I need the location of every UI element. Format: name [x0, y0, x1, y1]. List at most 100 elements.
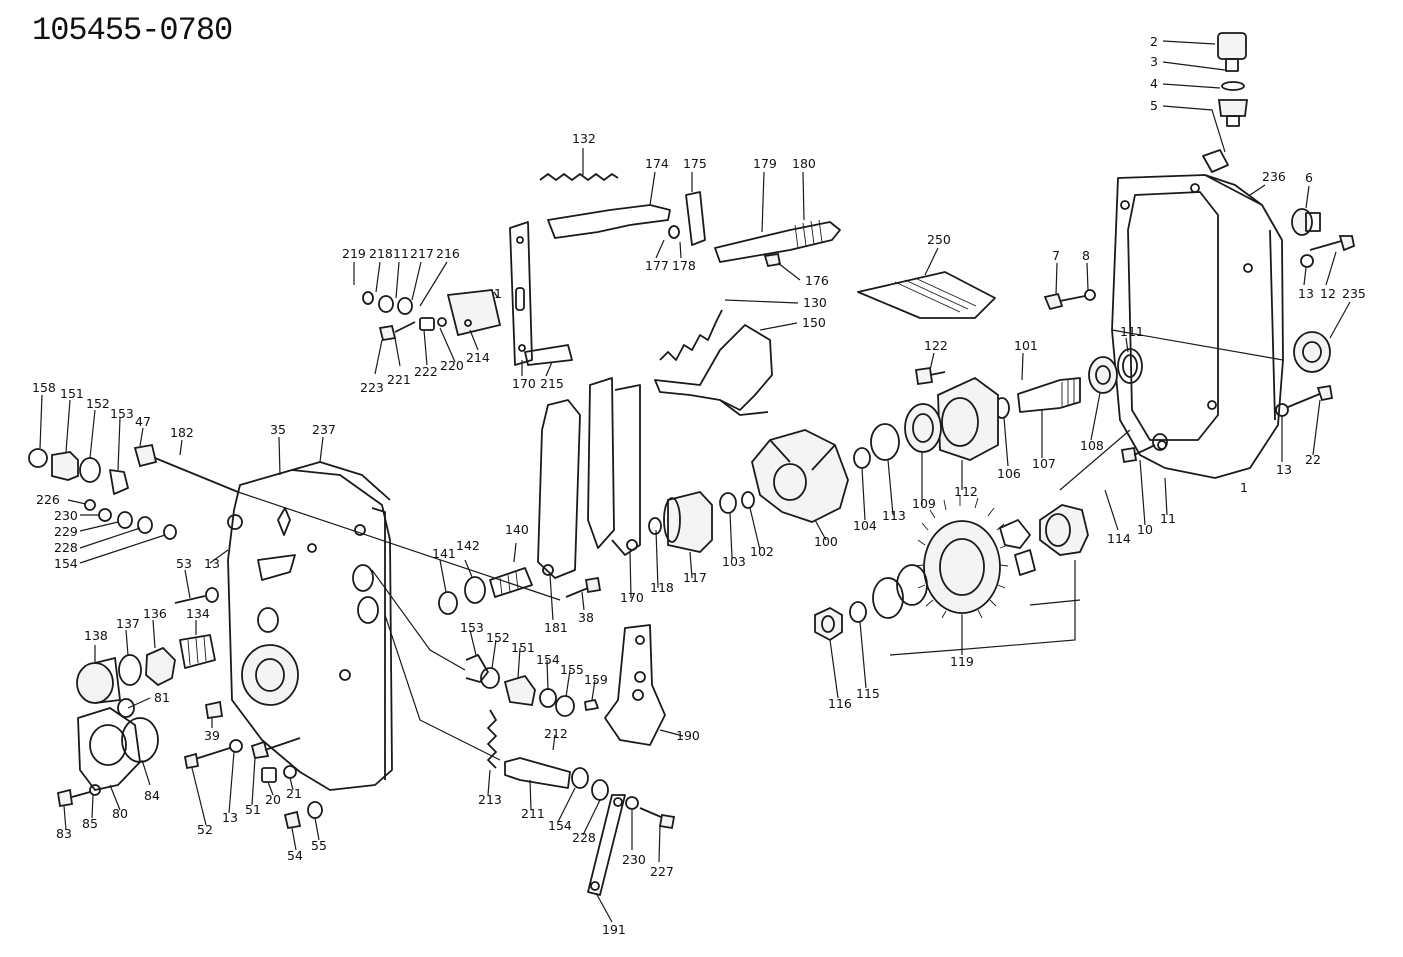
spring-213	[487, 709, 497, 769]
bolts-83-85	[56, 784, 101, 808]
lever-190	[604, 624, 666, 746]
part-label-221: 221	[387, 372, 411, 387]
flange-112	[937, 376, 999, 461]
part-label-154-c: 154	[548, 818, 572, 833]
part-label-155: 155	[560, 662, 584, 677]
bolt-38	[565, 576, 602, 598]
part-label-85: 85	[82, 816, 98, 831]
governor-housing-left	[227, 461, 393, 791]
part-label-112: 112	[954, 484, 978, 499]
part-label-2: 2	[1150, 34, 1158, 49]
block-216	[446, 289, 502, 337]
part-label-175: 175	[683, 156, 707, 171]
leader-lines	[39, 40, 1351, 923]
part-label-228-b: 228	[572, 830, 596, 845]
bolt-7	[1043, 289, 1096, 311]
part-label-154-a: 154	[54, 556, 78, 571]
plug-6	[1291, 208, 1321, 236]
part-label-132: 132	[572, 131, 596, 146]
part-label-174: 174	[645, 156, 669, 171]
part-label-151-a: 151	[60, 386, 84, 401]
part-label-4: 4	[1150, 76, 1158, 91]
part-label-159: 159	[584, 672, 608, 687]
washer-102-103	[719, 491, 755, 514]
part-label-153-a: 153	[110, 406, 134, 421]
part-label-151-b: 151	[511, 640, 535, 655]
part-label-226: 226	[36, 492, 60, 507]
spring-130	[659, 309, 723, 361]
part-label-237: 237	[312, 422, 336, 437]
part-label-227: 227	[650, 864, 674, 879]
part-label-236: 236	[1262, 169, 1286, 184]
plug-assembly	[1202, 32, 1249, 173]
parts-151-155-lower	[465, 654, 599, 717]
part-label-223: 223	[360, 380, 384, 395]
part-label-229: 229	[54, 524, 78, 539]
part-label-219: 219	[342, 246, 366, 261]
part-label-154-b: 154	[536, 652, 560, 667]
part-label-5: 5	[1150, 98, 1158, 113]
part-label-114: 114	[1107, 531, 1131, 546]
bolt-12	[1300, 235, 1356, 268]
drive-shaft-107	[1017, 377, 1081, 413]
part-label-117: 117	[683, 570, 707, 585]
part-label-152-b: 152	[486, 630, 510, 645]
spring-132	[539, 173, 619, 181]
sleeve-117	[663, 490, 713, 553]
governor-housing-right	[1111, 174, 1284, 479]
part-label-11-b: 11	[1160, 511, 1176, 526]
part-label-215: 215	[540, 376, 564, 391]
part-label-103: 103	[722, 554, 746, 569]
part-label-102: 102	[750, 544, 774, 559]
part-label-55: 55	[311, 838, 327, 853]
part-label-109: 109	[912, 496, 936, 511]
part-label-54: 54	[287, 848, 303, 863]
part-label-3: 3	[1150, 54, 1158, 69]
lever-150	[654, 324, 773, 416]
part-label-12: 12	[1320, 286, 1336, 301]
part-label-182: 182	[170, 425, 194, 440]
part-label-106: 106	[997, 466, 1021, 481]
bolt-122	[914, 366, 946, 386]
plug-151-158	[28, 448, 129, 495]
part-label-84: 84	[144, 788, 160, 803]
washer-10	[1120, 433, 1168, 464]
bolt-182	[133, 443, 239, 493]
part-label-11-a: 11	[393, 246, 409, 261]
part-label-217: 217	[410, 246, 434, 261]
part-label-113: 113	[882, 508, 906, 523]
part-label-10: 10	[1137, 522, 1153, 537]
part-label-178: 178	[672, 258, 696, 273]
part-label-191: 191	[602, 922, 626, 937]
part-label-176: 176	[805, 273, 829, 288]
bolts-52-55	[183, 700, 323, 830]
part-label-138: 138	[84, 628, 108, 643]
part-label-220: 220	[440, 358, 464, 373]
part-label-158: 158	[32, 380, 56, 395]
part-label-52: 52	[197, 822, 213, 837]
part-label-13-b: 13	[204, 556, 220, 571]
snap-ring-113	[870, 423, 900, 461]
part-label-211: 211	[521, 806, 545, 821]
ring-111	[1117, 348, 1143, 384]
cover-plate-250	[857, 271, 996, 319]
part-label-38: 38	[578, 610, 594, 625]
seal-235	[1293, 331, 1331, 373]
ring-washers-115	[849, 564, 928, 623]
bolt-53	[174, 587, 219, 604]
part-label-21: 21	[286, 786, 302, 801]
lever-plate-140	[537, 377, 641, 579]
part-label-213: 213	[478, 792, 502, 807]
part-label-140: 140	[505, 522, 529, 537]
part-label-136: 136	[143, 606, 167, 621]
washers-226-230	[84, 499, 177, 540]
flyweight-100	[751, 429, 849, 523]
part-label-111: 111	[1120, 324, 1144, 339]
part-label-47: 47	[135, 414, 151, 429]
part-label-228-a: 228	[54, 540, 78, 555]
part-label-181: 181	[544, 620, 568, 635]
diagram-title: 105455-0780	[32, 12, 233, 49]
part-label-104: 104	[853, 518, 877, 533]
part-label-80: 80	[112, 806, 128, 821]
